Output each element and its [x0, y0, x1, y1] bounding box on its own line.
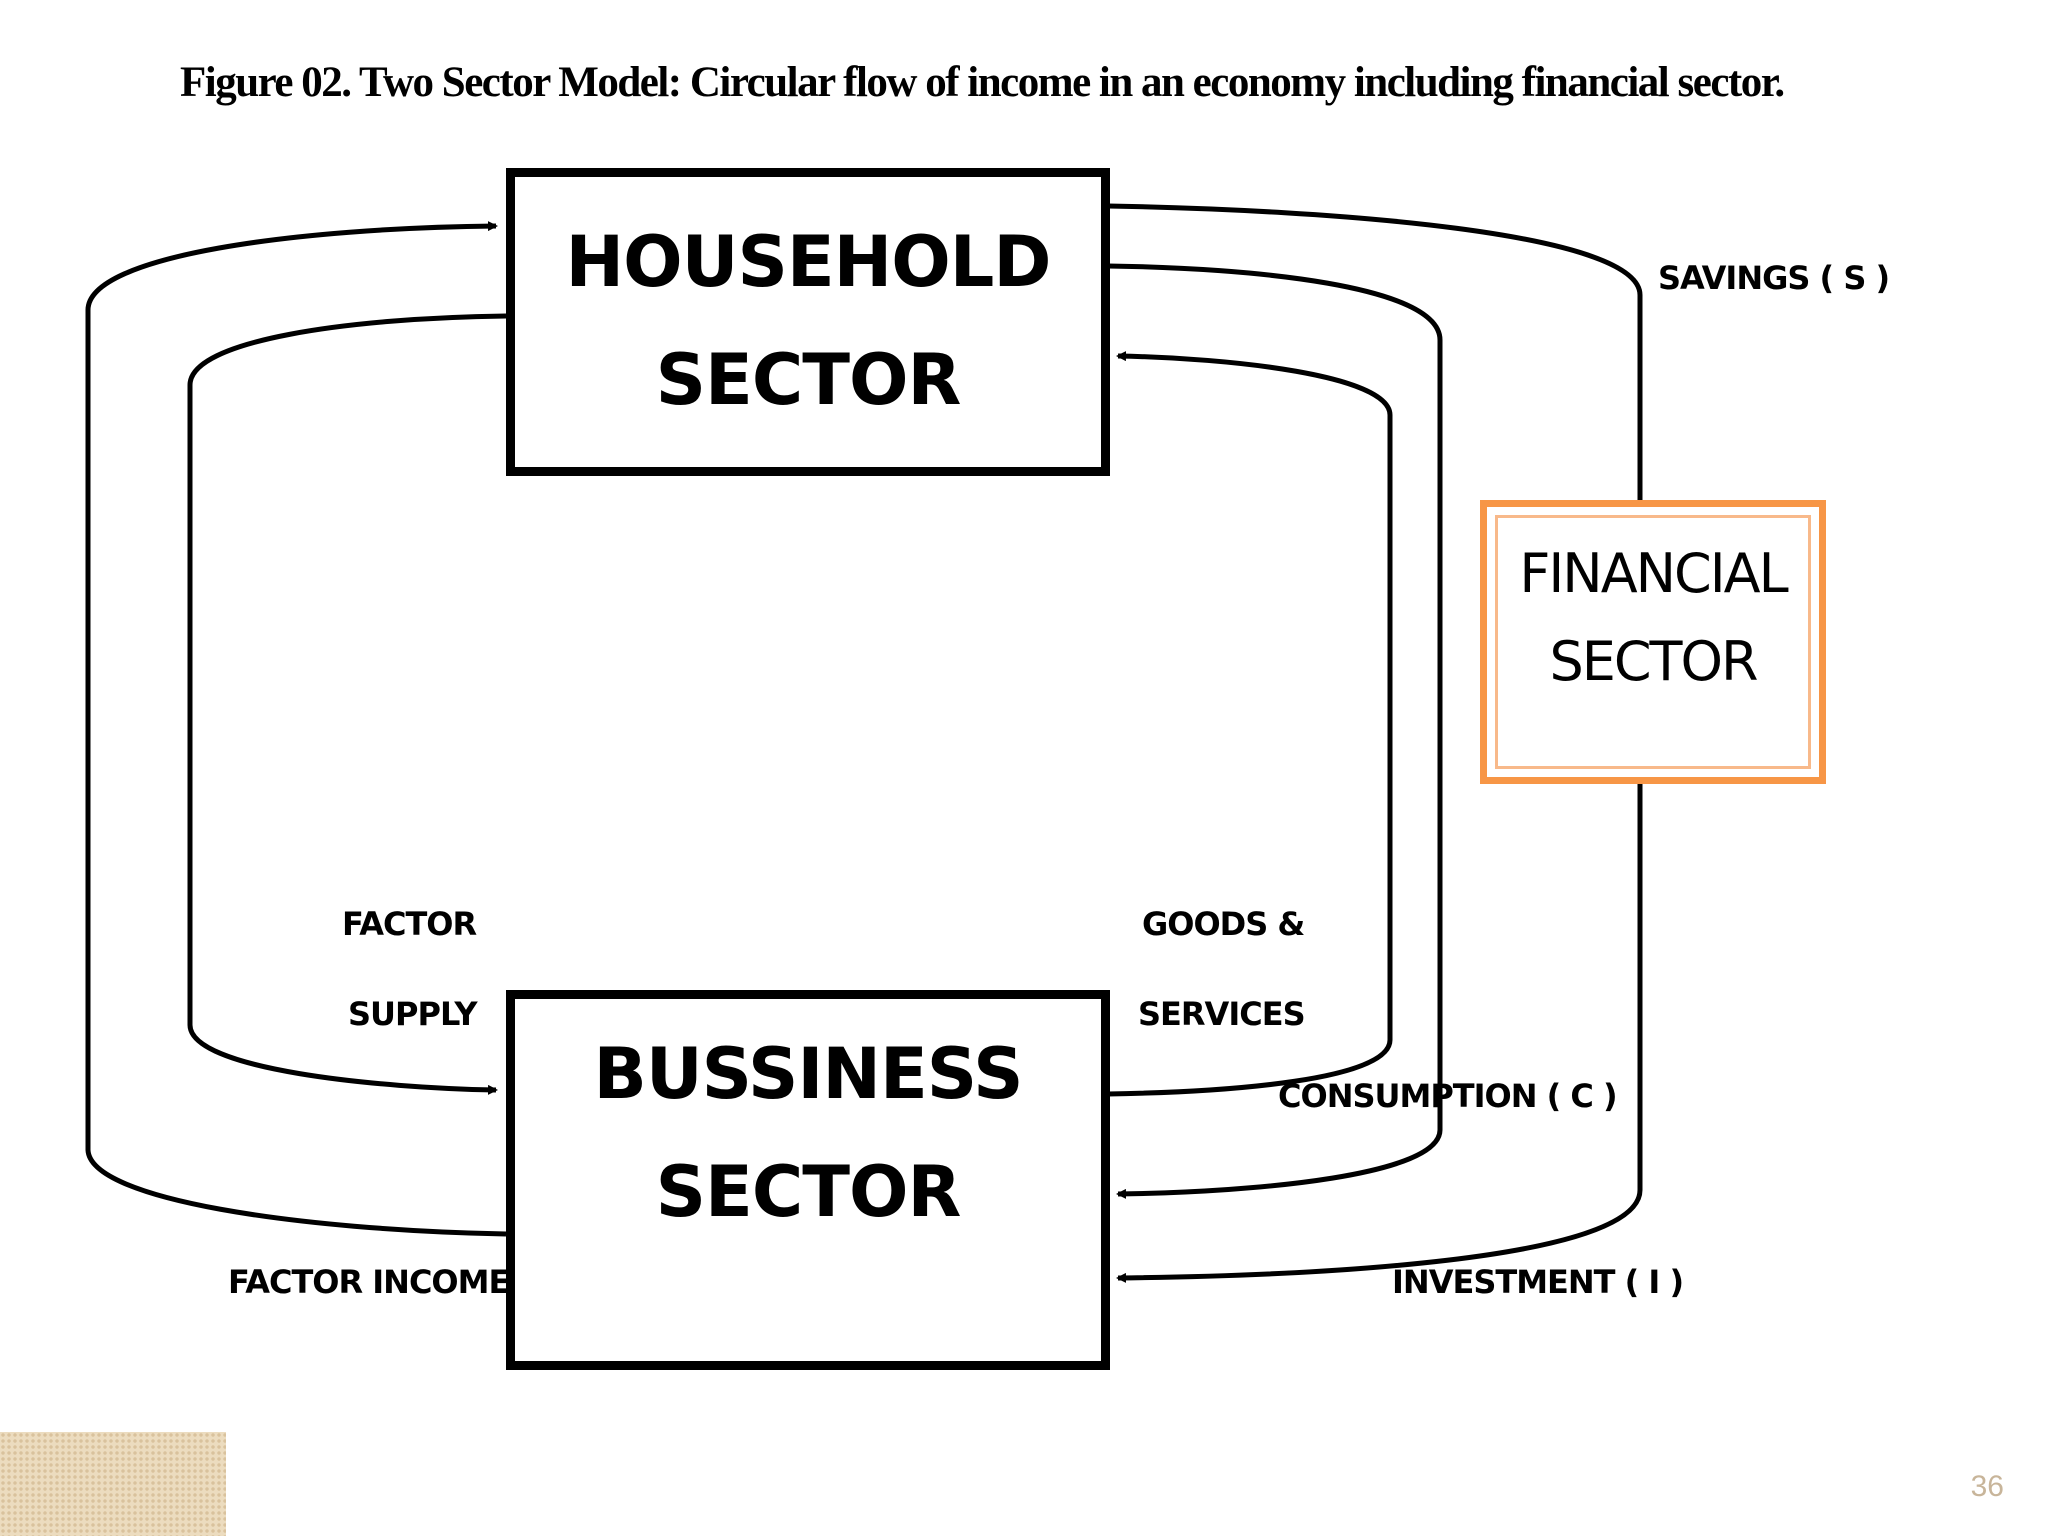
factor-income-arrow	[85, 221, 507, 1237]
household-title-line1: HOUSEHOLD	[565, 221, 1052, 303]
financial-title-line1: FINANCIAL	[1519, 542, 1788, 605]
goods-services-label-2: SERVICES	[1138, 995, 1306, 1033]
figure-caption: Figure 02. Two Sector Model: Circular fl…	[180, 59, 1785, 106]
decorative-pattern	[0, 1432, 226, 1536]
factor-supply-arrow	[187, 313, 507, 1095]
factor-supply-label-1: FACTOR	[342, 905, 477, 943]
factor-income-label: FACTOR INCOME	[228, 1263, 510, 1301]
investment-label: INVESTMENT ( I )	[1392, 1263, 1684, 1301]
goods-services-arrow	[1107, 351, 1393, 1097]
financial-sector-box: FINANCIAL SECTOR	[1480, 500, 1826, 784]
business-title-line1: BUSSINESS	[593, 1033, 1023, 1115]
goods-services-label-1: GOODS &	[1142, 905, 1305, 943]
savings-label: SAVINGS ( S )	[1658, 259, 1890, 297]
financial-title-line2: SECTOR	[1549, 630, 1758, 693]
business-title-line2: SECTOR	[655, 1151, 962, 1233]
savings-arrow	[1107, 203, 1643, 500]
household-title-line2: SECTOR	[655, 339, 962, 421]
factor-supply-label-2: SUPPLY	[348, 995, 478, 1033]
slide-number: 36	[1970, 1470, 2004, 1503]
consumption-label: CONSUMPTION ( C )	[1278, 1077, 1618, 1115]
consumption-arrow	[1107, 263, 1443, 1199]
financial-inner-border	[1495, 515, 1811, 769]
investment-arrow	[1116, 784, 1643, 1283]
household-sector-box: HOUSEHOLD SECTOR	[506, 168, 1110, 476]
business-sector-box: BUSSINESS SECTOR	[506, 990, 1110, 1370]
